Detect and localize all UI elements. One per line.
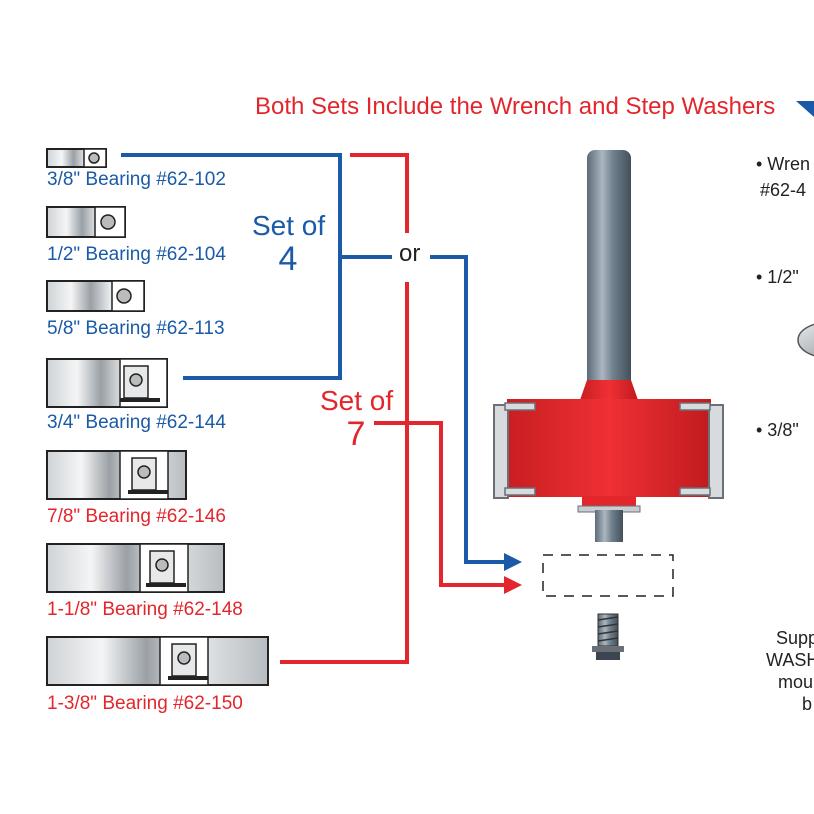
set7-label-line2: 7 bbox=[346, 415, 366, 453]
note-line-3: mou bbox=[778, 672, 814, 692]
bearing-label-3: 5/8" Bearing #62-113 bbox=[47, 318, 225, 339]
set4-label-line1: Set of bbox=[252, 210, 326, 241]
bearing-label-1: 3/8" Bearing #62-102 bbox=[47, 169, 226, 190]
step-washer-image bbox=[797, 323, 814, 357]
red-arrowhead-icon bbox=[504, 576, 522, 594]
header-arrow-icon bbox=[796, 101, 814, 117]
header-title: Both Sets Include the Wrench and Step Wa… bbox=[255, 93, 776, 120]
blue-arrowhead-icon bbox=[504, 553, 522, 571]
set7-connector-lines bbox=[280, 153, 506, 664]
note-line-1: Supp bbox=[776, 628, 814, 648]
right-item-1-line1: • Wren bbox=[756, 154, 810, 174]
bearing-label-5: 7/8" Bearing #62-146 bbox=[47, 506, 226, 527]
note-line-4: b bbox=[802, 694, 813, 714]
set4-label: Set of 4 bbox=[252, 210, 326, 278]
bearing-3-image bbox=[46, 280, 145, 312]
set4-connector-lines bbox=[121, 153, 506, 564]
bearing-label-6: 1-1/8" Bearing #62-148 bbox=[47, 599, 243, 620]
bearing-label-2: 1/2" Bearing #62-104 bbox=[47, 244, 226, 265]
bearing-2-image bbox=[46, 206, 126, 238]
bearing-placeholder-outline bbox=[542, 554, 674, 597]
router-bit-image bbox=[493, 150, 724, 542]
right-item-2: • 1/2" bbox=[756, 267, 799, 287]
set7-label: Set of 7 bbox=[320, 385, 394, 453]
bearing-7-image bbox=[46, 636, 269, 686]
screw-icon bbox=[592, 613, 624, 660]
bearing-5-image bbox=[46, 450, 187, 500]
right-item-1-line2: #62-4 bbox=[760, 180, 807, 200]
set7-label-line1: Set of bbox=[320, 385, 394, 416]
bearing-6-image bbox=[46, 543, 225, 593]
bearing-label-4: 3/4" Bearing #62-144 bbox=[47, 412, 226, 433]
note-line-2: WASH bbox=[766, 650, 814, 670]
or-label: or bbox=[396, 240, 424, 268]
set4-label-line2: 4 bbox=[278, 240, 298, 278]
bearing-4-image bbox=[46, 358, 168, 408]
right-item-3: • 3/8" bbox=[756, 420, 799, 440]
bearing-label-7: 1-3/8" Bearing #62-150 bbox=[47, 693, 243, 714]
bearing-1-image bbox=[46, 148, 107, 168]
